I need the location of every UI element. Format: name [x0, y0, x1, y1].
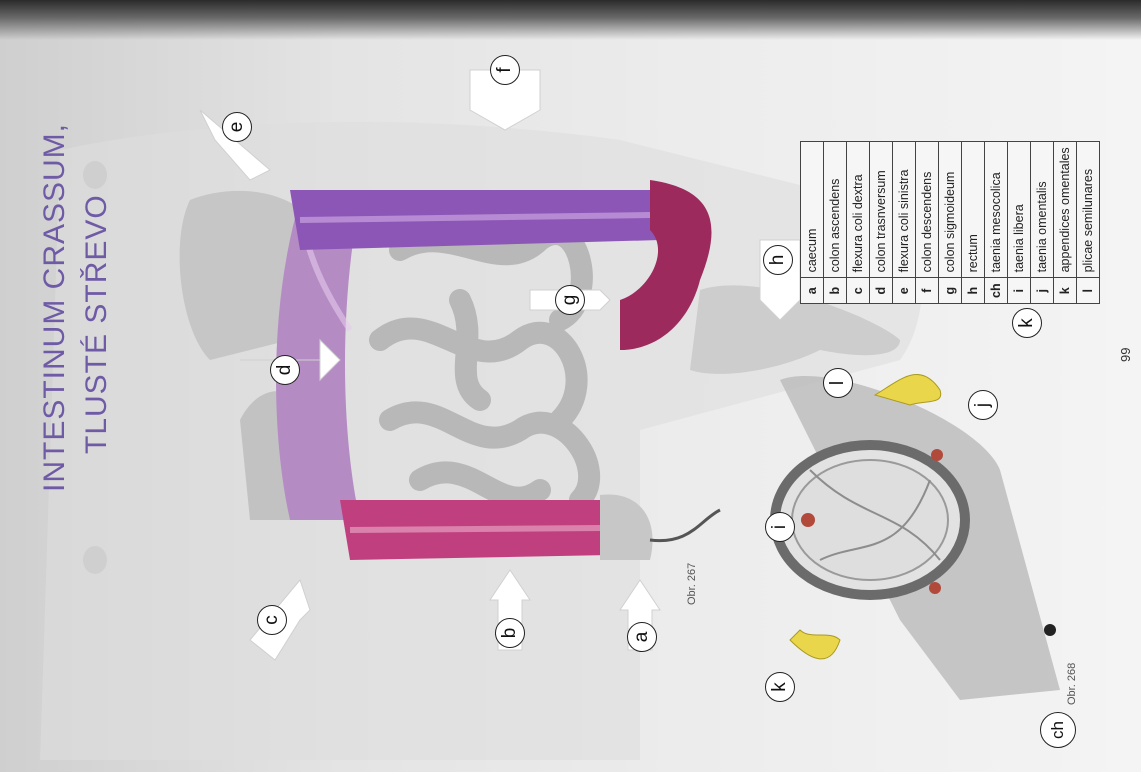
label-a: a: [627, 622, 657, 652]
legend-value: taenia mesocolica: [985, 142, 1008, 278]
legend-key: f: [916, 278, 939, 304]
label-j: j: [968, 390, 998, 420]
legend-value: rectum: [962, 142, 985, 278]
legend-value: plicae semilunares: [1077, 142, 1100, 278]
legend-value: colon sigmoideum: [939, 142, 962, 278]
legend-value: flexura coli dextra: [847, 142, 870, 278]
label-l: l: [823, 368, 853, 398]
legend-value: colon ascendens: [824, 142, 847, 278]
label-ch: ch: [1040, 712, 1076, 748]
legend-key: a: [801, 278, 824, 304]
caption-fig-268: Obr. 268: [1066, 663, 1078, 705]
legend-key: c: [847, 278, 870, 304]
label-b: b: [495, 618, 525, 648]
legend-key: b: [824, 278, 847, 304]
legend-key: i: [1008, 278, 1031, 304]
label-e: e: [222, 112, 252, 142]
legend-value: flexura coli sinistra: [893, 142, 916, 278]
label-d: d: [270, 355, 300, 385]
page-number: 99: [1118, 348, 1133, 362]
label-h: h: [763, 245, 793, 275]
label-k-bottom: k: [765, 672, 795, 702]
legend-value: taenia omentalis: [1031, 142, 1054, 278]
legend-key: ch: [985, 278, 1008, 304]
label-c: c: [257, 605, 287, 635]
legend-value: taenia libera: [1008, 142, 1031, 278]
legend-key: g: [939, 278, 962, 304]
label-i: i: [765, 512, 795, 542]
legend-key: d: [870, 278, 893, 304]
legend-key: e: [893, 278, 916, 304]
label-g: g: [555, 285, 585, 315]
legend-key: k: [1054, 278, 1077, 304]
legend-value: appendices omentales: [1054, 142, 1077, 278]
page-title-line1: INTESTINUM CRASSUM,: [38, 123, 72, 492]
legend-value: colon trasnversum: [870, 142, 893, 278]
legend-key: j: [1031, 278, 1054, 304]
label-f: f: [490, 55, 520, 85]
legend-value: colon descendens: [916, 142, 939, 278]
legend-value: caecum: [801, 142, 824, 278]
legend-key: l: [1077, 278, 1100, 304]
page-title-line2: TLUSTÉ STŘEVO: [80, 194, 114, 454]
caption-fig-267: Obr. 267: [686, 563, 698, 605]
label-k-top: k: [1012, 308, 1042, 338]
legend-key: h: [962, 278, 985, 304]
